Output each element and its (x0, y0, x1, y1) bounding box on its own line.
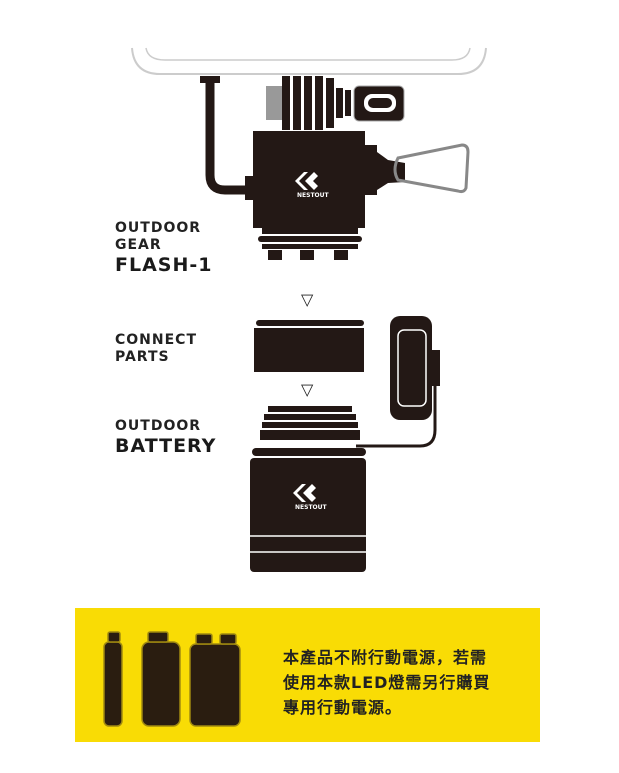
notice-line: 專用行動電源。 (283, 698, 403, 717)
gear-label: OUTDOOR GEAR FLASH-1 (115, 220, 212, 276)
label-line: OUTDOOR (115, 418, 202, 434)
notice-line: 使用本款LED燈需另行購買 (283, 673, 491, 692)
down-arrow-icon: ▽ (301, 290, 314, 309)
nestout-logo-icon: NESTOUT (295, 172, 330, 199)
battery-body: NESTOUT (248, 406, 368, 572)
label-line: PARTS (115, 349, 170, 365)
notice-text: 本產品不附行動電源，若需 使用本款LED燈需另行購買 專用行動電源。 (283, 645, 490, 720)
product-name: BATTERY (115, 435, 217, 457)
product-name: FLASH-1 (115, 254, 213, 276)
flash-head: NESTOUT (245, 131, 470, 260)
connect-part (254, 320, 364, 372)
battery-label: OUTDOOR BATTERY (115, 418, 216, 457)
mount-bracket (131, 47, 487, 75)
notice-banner: 本產品不附行動電源，若需 使用本款LED燈需另行購買 專用行動電源。 (75, 608, 540, 742)
battery-lineup-icon (103, 631, 241, 727)
label-line: GEAR (115, 237, 162, 253)
cable (200, 76, 255, 195)
svg-text:NESTOUT: NESTOUT (297, 192, 330, 199)
label-line: OUTDOOR (115, 220, 202, 236)
down-arrow-icon: ▽ (301, 380, 314, 399)
notice-line: 本產品不附行動電源，若需 (283, 648, 488, 667)
product-illustration: NESTOUT NESTOUT (131, 47, 487, 572)
nestout-logo-icon: NESTOUT (293, 484, 328, 511)
connect-label: CONNECT PARTS (115, 332, 197, 366)
battery-cap (356, 316, 440, 448)
label-line: CONNECT (115, 332, 197, 348)
svg-text:NESTOUT: NESTOUT (295, 504, 328, 511)
lens-assembly (266, 76, 405, 130)
